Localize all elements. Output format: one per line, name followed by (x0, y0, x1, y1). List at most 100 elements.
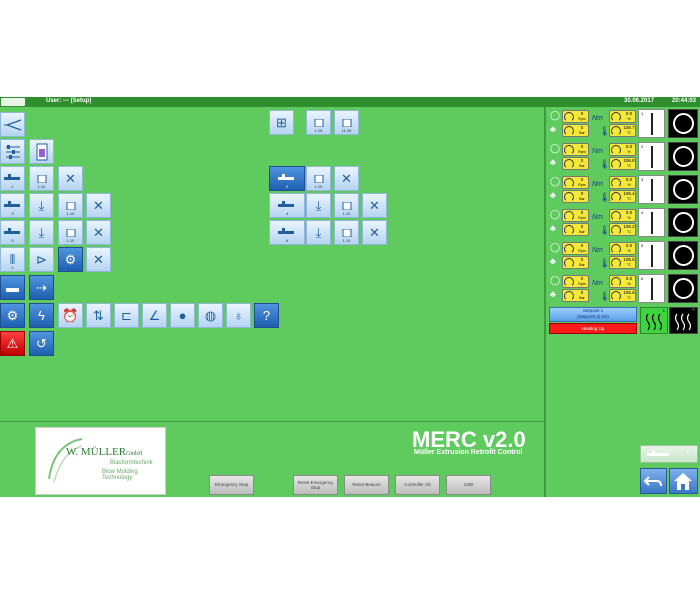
rotation-icon: ◯ (550, 242, 561, 252)
value-1-15-button[interactable]: 1.15 (306, 110, 331, 135)
extruder-5-button[interactable]: 5 (0, 220, 25, 245)
usb-status-button[interactable]: USB (446, 475, 491, 495)
extruder-2-button[interactable]: 2 (269, 166, 305, 191)
status-dial[interactable] (668, 142, 698, 171)
feed-down-button[interactable]: ⤓ (29, 193, 54, 218)
value-1-10-button[interactable]: 1.10 (29, 166, 54, 191)
tools-button[interactable]: ✕ (58, 166, 83, 191)
usb-button[interactable]: ⇢ (29, 275, 54, 300)
status-dial[interactable] (668, 175, 698, 204)
level-indicator: 5 (638, 241, 665, 270)
status-dial[interactable] (668, 208, 698, 237)
pressure-icon: ♣ (550, 256, 556, 266)
status-dial[interactable] (668, 241, 698, 270)
feed-down-button-3[interactable]: ⤓ (306, 193, 331, 218)
heating-off-button[interactable]: ○ (669, 307, 698, 334)
value-1-10-button-5[interactable]: 1.10 (334, 193, 359, 218)
tools-button-3[interactable]: ✕ (86, 220, 111, 245)
gauge-icon (611, 211, 621, 221)
document-icon (66, 228, 75, 237)
settings-button[interactable]: ⚙ (0, 303, 25, 328)
extruder-4-button[interactable]: 4 (269, 193, 305, 218)
level-indicator: 2 (638, 142, 665, 171)
spray-nozzle-button[interactable] (0, 112, 25, 137)
tools-button-6[interactable]: ✕ (362, 193, 387, 218)
value-1-10-button-2[interactable]: 1.10 (58, 193, 83, 218)
level-indicator: 3 (638, 175, 665, 204)
cone-button[interactable]: ⊳ (29, 247, 54, 272)
folder-button[interactable]: ▬ (0, 275, 25, 300)
extruder-select-button[interactable]: › (640, 445, 698, 463)
heating-on-button[interactable]: 1 (640, 307, 668, 334)
temperature-gauge: 106.6°C (609, 256, 636, 269)
globe-button[interactable]: ◍ (198, 303, 223, 328)
feed-down-button-4[interactable]: ⤓ (306, 220, 331, 245)
status-dial[interactable] (668, 274, 698, 303)
rotation-icon: ◯ (550, 176, 561, 186)
alarm-clock-button[interactable]: ⏰ (58, 303, 83, 328)
company-logo: W. MÜLLERGmbH Blasformtechnik Blow Moldi… (35, 427, 166, 495)
gauge-icon (611, 277, 621, 287)
gauge-icon (564, 258, 574, 268)
value-11-20-button[interactable]: 11.20 (334, 110, 359, 135)
reset-beacon-button[interactable]: Reset Beacon (344, 475, 389, 495)
controller-ok-button[interactable]: Controller Ok (395, 475, 440, 495)
power-button[interactable]: ϟ (29, 303, 54, 328)
company-tagline-2: Blow Molding Technology (102, 469, 138, 481)
door-button[interactable]: ⊏ (114, 303, 139, 328)
level-indicator: 6 (638, 274, 665, 303)
emergency-stop-button[interactable]: Emergency Stop (209, 475, 254, 495)
setpoint-button[interactable]: Setpoint 1 (Setpoint 2) (%) (549, 307, 637, 322)
status-dial[interactable] (668, 109, 698, 138)
chart-button[interactable]: ∠ (142, 303, 167, 328)
io-button[interactable]: ⇅ (86, 303, 111, 328)
temperature-gauge: 106.2°C (609, 223, 636, 236)
help-button[interactable]: ? (254, 303, 279, 328)
app-logo-icon (1, 98, 25, 106)
alarm-button[interactable]: ⚠ (0, 331, 25, 356)
tile-value: 1.10 (342, 238, 351, 243)
gauge-icon (611, 192, 621, 202)
gauge-icon (611, 126, 621, 136)
value-1-10-button-4[interactable]: 1.10 (306, 166, 331, 191)
tools-button-2[interactable]: ✕ (86, 193, 111, 218)
parison-button[interactable] (0, 139, 25, 164)
heating-status: Heating Up (549, 323, 637, 334)
value-1-10-button-6[interactable]: 1.10 (334, 220, 359, 245)
gauge-icon (611, 145, 621, 155)
tools-button-7[interactable]: ✕ (362, 220, 387, 245)
history-button[interactable]: ↺ (29, 331, 54, 356)
torque-unit: Nm (592, 148, 603, 155)
document-icon (342, 118, 351, 127)
load-gauge: 0.0% (609, 176, 636, 189)
torque-unit: Nm (592, 181, 603, 188)
gauge-icon (564, 291, 574, 301)
diagnosis-button[interactable]: ♁ (226, 303, 251, 328)
extruder-1-button[interactable]: 1 (0, 166, 25, 191)
value-1-10-button-3[interactable]: 1.10 (58, 220, 83, 245)
gauge-icon (564, 244, 574, 254)
machine-button[interactable]: ⊞ (269, 110, 294, 135)
load-gauge: 0.0% (609, 209, 636, 222)
tools-button-4[interactable]: ✕ (86, 247, 111, 272)
mold-button[interactable] (29, 139, 54, 164)
heating-off-icon (674, 313, 692, 331)
die-head-button[interactable]: ⫴ 1 (0, 247, 25, 272)
user-button[interactable]: ● (170, 303, 195, 328)
extruder-6-button[interactable]: 6 (269, 220, 305, 245)
user-label: User: --- (Setup) (46, 98, 92, 104)
extruder-3-button[interactable]: 3 (0, 193, 25, 218)
reset-emergency-stop-button[interactable]: Reset Emergency Stop (293, 475, 338, 495)
home-button[interactable] (669, 468, 698, 494)
tools-button-5[interactable]: ✕ (334, 166, 359, 191)
feed-down-button-2[interactable]: ⤓ (29, 220, 54, 245)
back-button[interactable] (640, 468, 667, 494)
settings-gear-button[interactable]: ⚙ (58, 247, 83, 272)
